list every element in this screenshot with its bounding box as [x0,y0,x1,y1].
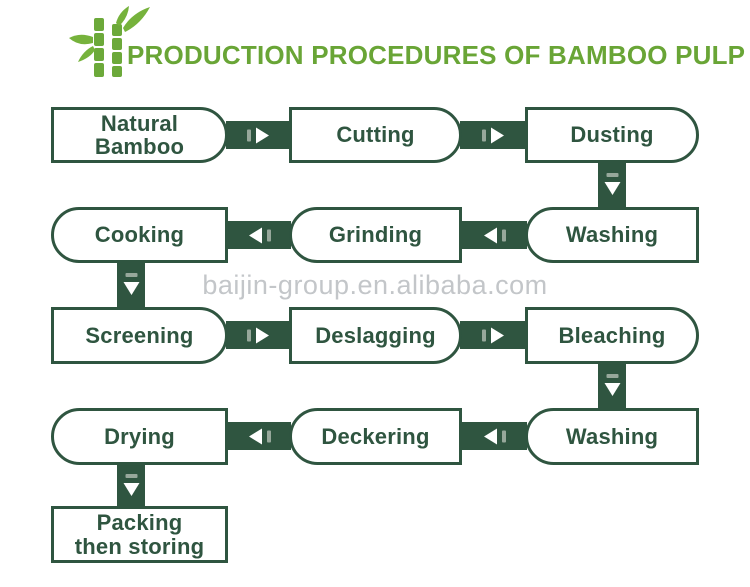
flow-node-dusting: Dusting [525,107,699,163]
flow-node-grinding: Grinding [289,207,462,263]
connector-deslagging-to-bleaching [460,321,527,349]
connector-screening-to-deslagging [226,321,291,349]
arrow-left-icon [248,227,271,243]
arrow-right-icon [481,127,504,143]
connector-cutting-to-dusting [460,121,527,149]
arrow-right-icon [246,127,269,143]
arrow-down-icon [123,273,139,295]
arrow-down-icon [604,374,620,396]
connector-washing-to-grinding [460,221,527,249]
arrow-right-icon [481,327,504,343]
bamboo-icon [69,6,150,77]
connector-drying-to-packing [117,463,145,508]
connector-deckering-to-drying [226,422,291,450]
flow-node-packing-then-storing: Packing then storing [51,506,228,563]
connector-grinding-to-cooking [226,221,291,249]
connector-cooking-to-screening [117,261,145,309]
arrow-left-icon [483,428,506,444]
arrow-left-icon [483,227,506,243]
flow-node-cutting: Cutting [289,107,462,163]
flow-node-washing-1: Washing [525,207,699,263]
arrow-left-icon [248,428,271,444]
flow-node-washing-2: Washing [525,408,699,465]
connector-natural-bamboo-to-cutting [226,121,291,149]
watermark-text: baijin-group.en.alibaba.com [202,270,548,300]
flow-node-natural-bamboo: Natural Bamboo [51,107,228,163]
page-title: PRODUCTION PROCEDURES OF BAMBOO PULP [127,40,746,70]
arrow-down-icon [604,173,620,195]
arrow-right-icon [246,327,269,343]
flow-node-deckering: Deckering [289,408,462,465]
flow-node-bleaching: Bleaching [525,307,699,364]
arrow-down-icon [123,473,139,496]
flow-node-deslagging: Deslagging [289,307,462,364]
connector-dusting-to-washing [598,161,626,209]
connector-washing-to-deckering [460,422,527,450]
connector-bleaching-to-washing [598,362,626,410]
flow-node-screening: Screening [51,307,228,364]
flow-node-drying: Drying [51,408,228,465]
flow-node-cooking: Cooking [51,207,228,263]
